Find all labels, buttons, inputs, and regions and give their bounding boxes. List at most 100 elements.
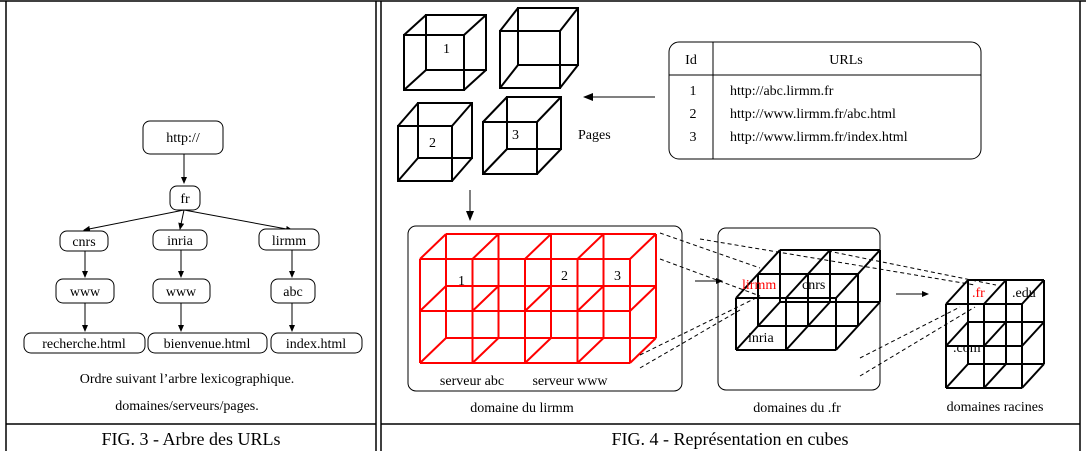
url-table-cell-id: 3 (690, 130, 697, 145)
url-table-cell-id: 2 (690, 107, 697, 122)
url-table-row: 3 http://www.lirmm.fr/index.html (690, 130, 908, 145)
cube-edge (471, 337, 500, 364)
cube-edge (629, 285, 657, 312)
edge-fr-lirmm (183, 209, 293, 232)
lirmm-cell-label-1: 1 (458, 274, 465, 289)
cube-edge (524, 337, 552, 364)
lirmm-red-grid (419, 233, 657, 364)
cube-edge (419, 337, 447, 364)
page-cube-2 (397, 102, 473, 182)
projection-lines-fr (699, 238, 997, 377)
cube-edge (785, 249, 831, 299)
cube-edge (524, 285, 552, 312)
node-abc-label: abc (283, 285, 302, 300)
node-index-label: index.html (286, 337, 346, 352)
node-www-cnrs: www (55, 278, 115, 304)
cube-edge (471, 285, 500, 312)
lirmm-cell-label-2: 2 (561, 269, 568, 284)
cube-edge (835, 249, 881, 299)
node-www-inria-label: www (166, 285, 197, 300)
cube-edge (419, 285, 447, 312)
page-cube-1-label: 1 (443, 42, 450, 57)
cube-edge (945, 363, 969, 389)
server-abc-label: serveur abc (440, 374, 504, 389)
node-root: http:// (142, 120, 224, 155)
node-inria-label: inria (167, 234, 193, 249)
url-table-cell-url: http://www.lirmm.fr/abc.html (730, 107, 896, 122)
cube-edge (1021, 363, 1045, 389)
lirmm-domain-caption: domaine du lirmm (470, 401, 574, 416)
page-cube-2-label: 2 (429, 136, 436, 151)
cube-edge (576, 233, 605, 260)
root-domain-box: .fr .edu .com (945, 279, 1045, 389)
cube-edge (983, 279, 1007, 305)
node-lirmm-label: lirmm (272, 234, 306, 249)
cube-edge (629, 337, 657, 364)
url-table-cell-url: http://www.lirmm.fr/index.html (730, 130, 908, 145)
node-fr-label: fr (180, 192, 190, 207)
lirmm-cell-label-3: 3 (614, 269, 621, 284)
page-cube-3-label: 3 (512, 128, 519, 143)
url-table: Id URLs 1 http://abc.lirmm.fr 2 http://w… (668, 41, 982, 160)
node-bienvenue-label: bienvenue.html (164, 337, 251, 352)
node-recherche: recherche.html (23, 332, 146, 354)
url-table-row: 1 http://abc.lirmm.fr (690, 84, 834, 99)
cube-edge (576, 337, 605, 364)
url-table-header-id: Id (685, 53, 697, 68)
url-table-header-urls: URLs (829, 53, 862, 68)
cube-edge (576, 285, 605, 312)
cube-edge (983, 321, 1007, 347)
root-cell-label-edu: .edu (1012, 286, 1036, 301)
node-bienvenue: bienvenue.html (147, 332, 268, 354)
page-cube-1 (403, 14, 487, 91)
fr-domain-box: lirmm cnrs inria (717, 227, 881, 391)
node-cnrs: cnrs (59, 230, 109, 252)
fr-cell-label-inria: inria (748, 331, 774, 346)
url-table-cell-url: http://abc.lirmm.fr (730, 84, 834, 99)
root-cube (945, 279, 1045, 389)
url-table-row: 2 http://www.lirmm.fr/abc.html (690, 107, 897, 122)
edge-fr-cnrs (83, 209, 185, 232)
cube-edge (945, 321, 969, 347)
cube-edge (524, 233, 552, 260)
server-www-label: serveur www (532, 374, 608, 389)
node-abc: abc (270, 278, 316, 304)
fr-cell-label-cnrs: cnrs (802, 278, 825, 293)
cube-edge (629, 233, 657, 260)
node-root-label: http:// (166, 131, 200, 146)
tree-note-line1: Ordre suivant l’arbre lexicographique. (80, 372, 295, 387)
cube-edge (419, 233, 447, 260)
fr-domain-caption: domaines du .fr (753, 401, 841, 416)
page-cube-empty (499, 7, 579, 89)
node-cnrs-label: cnrs (72, 235, 95, 250)
node-recherche-label: recherche.html (42, 337, 126, 352)
url-table-cell-id: 1 (690, 84, 697, 99)
cube-edge (835, 301, 881, 351)
fr-cell-label-lirmm: lirmm (742, 278, 776, 293)
node-inria: inria (152, 229, 208, 251)
url-tree: http:// fr cnrs inria lirmm www www abc (23, 120, 363, 414)
cube-edge (1021, 321, 1045, 347)
cube-edge (785, 301, 831, 351)
cube-edge (471, 233, 500, 260)
pages-label: Pages (578, 128, 611, 143)
root-domain-caption: domaines racines (947, 400, 1044, 415)
cube-edge (945, 279, 969, 305)
fig3-caption: FIG. 3 - Arbre des URLs (102, 429, 281, 449)
cube-edge (983, 363, 1007, 389)
root-cell-label-com: .com (953, 341, 981, 356)
node-index: index.html (270, 332, 363, 354)
projection-lines-lirmm (639, 232, 761, 369)
fr-cube (735, 249, 881, 351)
node-lirmm: lirmm (258, 228, 320, 251)
root-cell-label-fr: .fr (972, 286, 985, 301)
fig4-caption: FIG. 4 - Représentation en cubes (612, 429, 849, 449)
node-www-inria: www (152, 278, 211, 304)
cube-edge (735, 301, 781, 351)
node-www-cnrs-label: www (70, 285, 101, 300)
edge-fr-inria (178, 209, 185, 230)
cube-edge (1021, 279, 1045, 305)
node-fr: fr (169, 185, 201, 211)
lirmm-domain-box: 1 2 3 serveur abc serveur www (407, 225, 683, 392)
